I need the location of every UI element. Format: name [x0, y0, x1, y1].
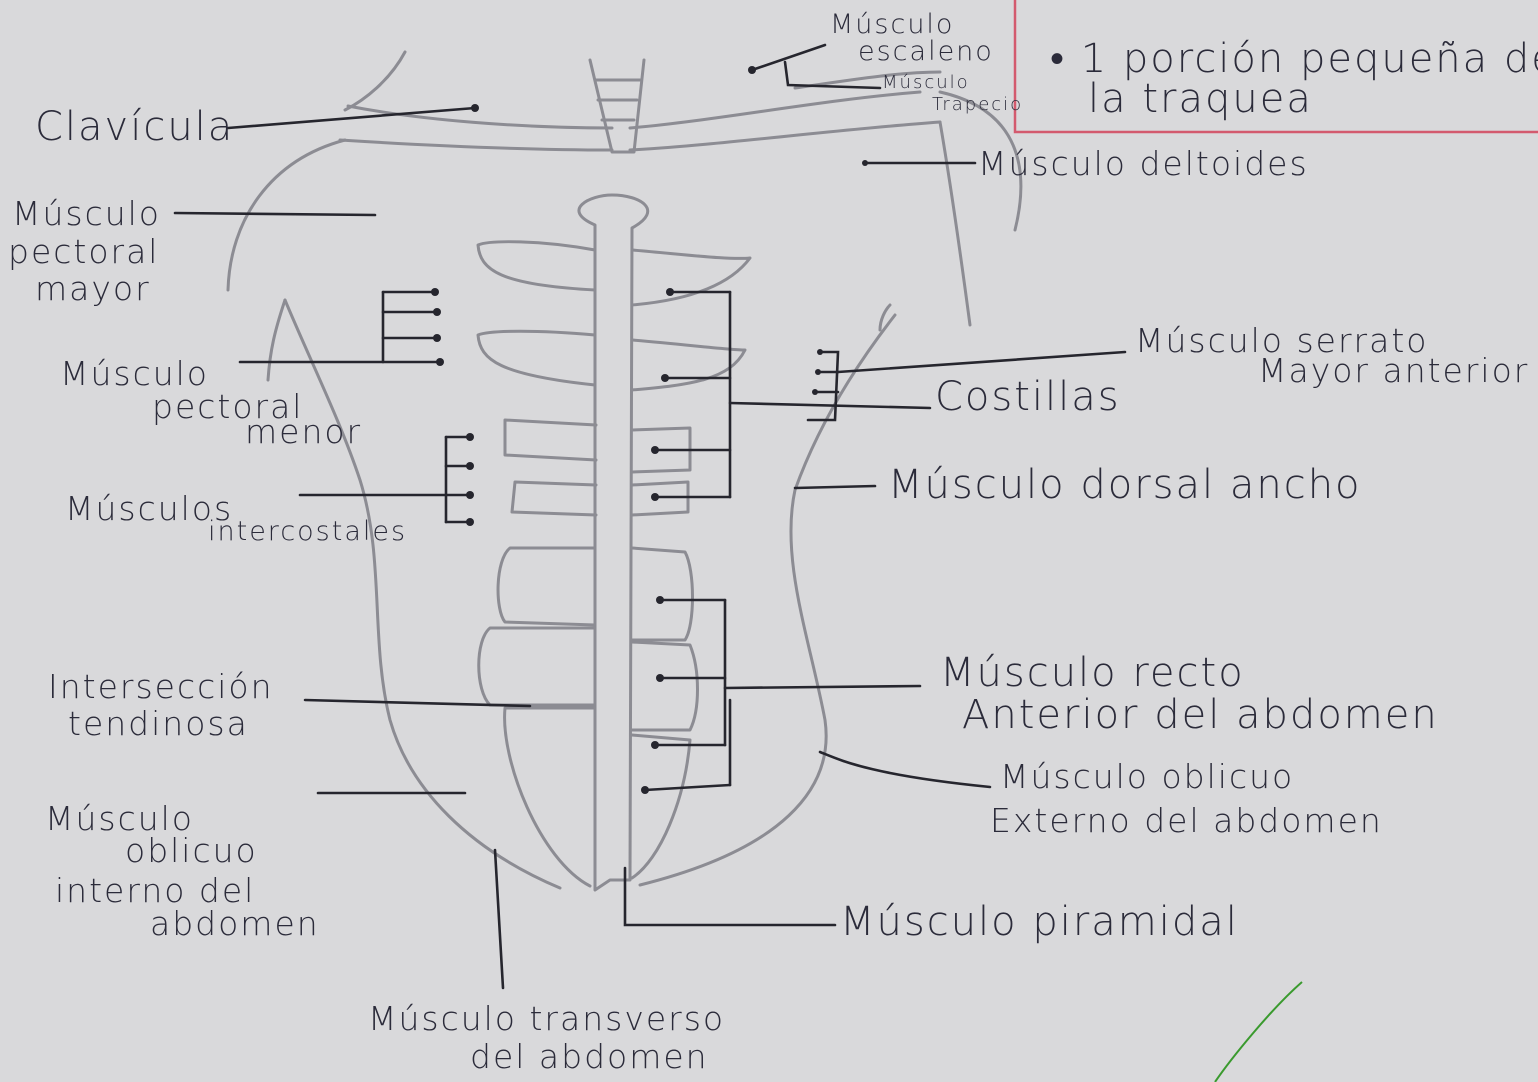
label-pectoral-mayor-2: pectoral: [8, 232, 159, 271]
rib-2-left: [478, 331, 595, 385]
label-intercostales-2: intercostales: [208, 516, 407, 547]
label-oblicuo-interno-2: oblicuo: [125, 831, 258, 870]
label-oblicuo-externo-2: Externo del abdomen: [990, 801, 1383, 840]
piramidal-leader: [625, 868, 835, 925]
label-piramidal: Músculo piramidal: [840, 899, 1239, 945]
clavicle-right-lower: [630, 122, 940, 150]
sternum: [579, 195, 648, 890]
label-interseccion-2: tendinosa: [68, 704, 249, 743]
label-clavicula: Clavícula: [35, 104, 234, 150]
left-torso-outline: [285, 300, 560, 888]
left-neck-line: [345, 52, 405, 110]
label-dorsal: Músculo dorsal ancho: [888, 462, 1362, 508]
rib-1-right: [632, 250, 750, 305]
transverso-leader: [495, 850, 503, 988]
rectus-right-3: [632, 735, 690, 878]
trachea: [590, 60, 644, 152]
rectus-right-2: [632, 642, 698, 730]
rectus-right-1: [632, 548, 693, 640]
label-trapecio-2: Trapecio: [932, 94, 1023, 115]
labels: Clavícula Músculo pectoral mayor Músculo…: [8, 9, 1538, 1076]
label-transverso-1: Músculo transverso: [368, 999, 725, 1038]
clavicle-right-upper: [630, 92, 920, 128]
label-trapecio-1: Músculo: [882, 72, 970, 93]
dorsal-leader: [795, 486, 875, 488]
rectus-left-3: [505, 708, 595, 886]
label-costillas: Costillas: [935, 374, 1121, 420]
check-mark: [1215, 982, 1302, 1082]
pectoral-mayor-leader: [175, 213, 375, 215]
rib-4-right: [632, 482, 688, 515]
label-oblicuo-externo-1: Músculo oblicuo: [1000, 757, 1294, 796]
rib-3-left: [505, 420, 596, 460]
rib-1-left: [478, 242, 595, 290]
right-shoulder: [940, 122, 970, 325]
label-escaleno-2: escaleno: [858, 36, 994, 67]
label-serrato-2: Mayor anterior: [1258, 351, 1529, 390]
rib-4-left: [512, 482, 596, 515]
label-deltoides: Músculo deltoides: [978, 144, 1309, 183]
label-interseccion-1: Intersección: [48, 667, 274, 706]
escaleno-leader: [752, 45, 825, 70]
label-pectoral-menor-3: menor: [245, 412, 362, 451]
rectus-left-1: [498, 548, 595, 625]
left-arm-inner: [268, 300, 285, 380]
label-recto-2: Anterior del abdomen: [962, 692, 1439, 738]
oblicuo-externo-leader: [820, 752, 990, 787]
clavicle-left-upper: [348, 106, 612, 128]
label-transverso-2: del abdomen: [470, 1037, 709, 1076]
label-pectoral-mayor-1: Músculo: [12, 194, 161, 233]
label-oblicuo-interno-4: abdomen: [150, 904, 320, 943]
rib-2-right: [632, 340, 745, 390]
rectus-left-2: [479, 628, 595, 705]
label-recto-1: Músculo recto: [940, 650, 1245, 696]
clavicle-left-lower: [340, 140, 612, 150]
note-line-2: la traquea: [1088, 76, 1313, 122]
interseccion-leader: [305, 700, 530, 706]
label-pectoral-mayor-3: mayor: [35, 269, 151, 308]
